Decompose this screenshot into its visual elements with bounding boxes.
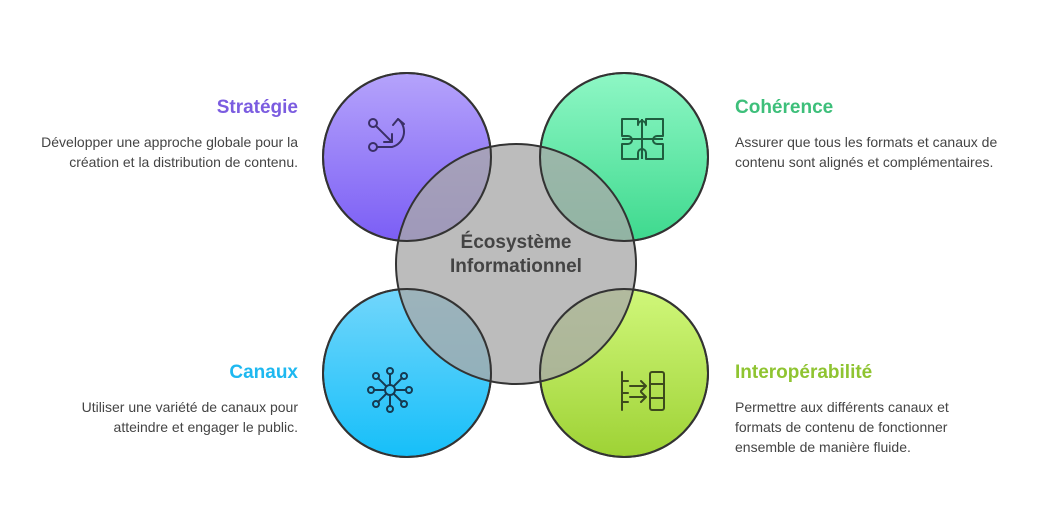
strategie-title: Stratégie — [216, 97, 298, 118]
strategie-description: Développer une approche globale pour la … — [41, 134, 298, 170]
interoperabilite-description: Permettre aux différents canaux et forma… — [735, 399, 949, 455]
puzzle-icon — [621, 118, 664, 160]
network-icon — [367, 367, 413, 413]
route-icon — [368, 118, 405, 152]
center-title-line1: Écosystème — [461, 231, 572, 253]
interoperabilite-title: Interopérabilité — [735, 362, 873, 383]
center-circle — [396, 144, 636, 384]
exchange-icon — [621, 371, 665, 411]
center-title-line2: Informationnel — [450, 256, 582, 277]
coherence-description: Assurer que tous les formats et canaux d… — [735, 134, 998, 170]
canaux-title: Canaux — [229, 362, 298, 383]
canaux-description: Utiliser une variété de canaux pour atte… — [81, 399, 298, 435]
coherence-title: Cohérence — [735, 97, 834, 118]
